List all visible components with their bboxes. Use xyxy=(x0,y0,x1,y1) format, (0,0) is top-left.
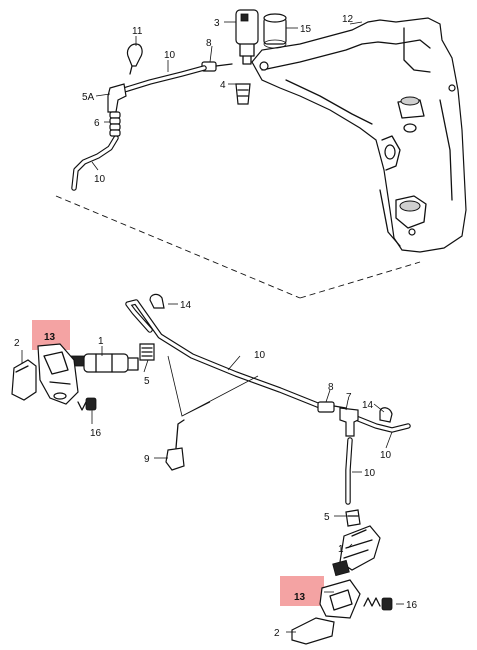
callout-11: 11 xyxy=(132,26,143,37)
washer-hose-lower xyxy=(125,299,411,505)
callout-14-lower: 14 xyxy=(362,400,374,411)
hose-clip-14-upper xyxy=(149,293,165,309)
hose-clip-upper xyxy=(126,43,143,75)
nozzle-bracket-left xyxy=(37,343,79,405)
callout-labels: 11 3 15 12 8 10 4 5A 6 10 14 13 1 2 10 5… xyxy=(14,14,418,639)
callout-8-upper: 8 xyxy=(206,38,212,49)
elbow-connector xyxy=(107,83,127,113)
hose-connector-upper xyxy=(201,61,233,72)
callout-10-upper-b: 10 xyxy=(94,174,106,185)
pump-clip-lower-left xyxy=(139,343,155,361)
callout-13-lower: 13 xyxy=(294,592,306,603)
hose-bracket-lines xyxy=(167,355,259,417)
callout-4: 4 xyxy=(220,80,226,91)
callout-2-left: 2 xyxy=(14,338,20,349)
callout-6: 6 xyxy=(94,118,100,129)
callout-8-lower: 8 xyxy=(328,382,334,393)
callout-1-right: 1 xyxy=(338,544,344,555)
nozzle-bracket-right xyxy=(319,579,361,619)
section-divider xyxy=(55,195,421,299)
callout-15: 15 xyxy=(300,24,312,35)
callout-14-upper: 14 xyxy=(180,300,192,311)
callout-2-right: 2 xyxy=(274,628,280,639)
washer-pump-upper xyxy=(235,9,259,65)
spring-right xyxy=(363,597,393,611)
bracket-clamp xyxy=(165,419,185,471)
callout-5-left: 5 xyxy=(144,376,150,387)
callout-5A: 5A xyxy=(82,92,95,103)
callout-10-lower-c: 10 xyxy=(364,468,376,479)
washer-pump-lower-left xyxy=(69,353,139,373)
callout-10-upper-a: 10 xyxy=(164,50,176,61)
callout-12: 12 xyxy=(342,14,354,25)
highlight-box-13-lower xyxy=(280,576,324,606)
washer-pump-lower-right xyxy=(332,525,381,577)
rib-connector xyxy=(109,111,121,137)
pump-grommet xyxy=(263,13,287,49)
pump-clip-lower-right xyxy=(345,509,361,527)
callout-3: 3 xyxy=(214,18,220,29)
callout-16-right: 16 xyxy=(406,600,418,611)
t-piece xyxy=(339,407,359,437)
callout-13-upper: 13 xyxy=(44,332,56,343)
nozzle-cover-right xyxy=(291,617,335,645)
callout-9: 9 xyxy=(144,454,150,465)
spring-left xyxy=(77,397,97,411)
washer-hose-upper xyxy=(71,65,207,191)
callout-5-right: 5 xyxy=(324,512,330,523)
nozzle-cover-left xyxy=(11,359,37,401)
washer-reservoir xyxy=(251,17,467,253)
callout-10-lower-a: 10 xyxy=(254,350,266,361)
callout-10-lower-b: 10 xyxy=(380,450,392,461)
callout-16-left: 16 xyxy=(90,428,102,439)
callout-7: 7 xyxy=(346,392,352,403)
grommet-connector xyxy=(235,83,251,105)
leader-lines xyxy=(21,21,404,633)
callout-1-left: 1 xyxy=(98,336,104,347)
